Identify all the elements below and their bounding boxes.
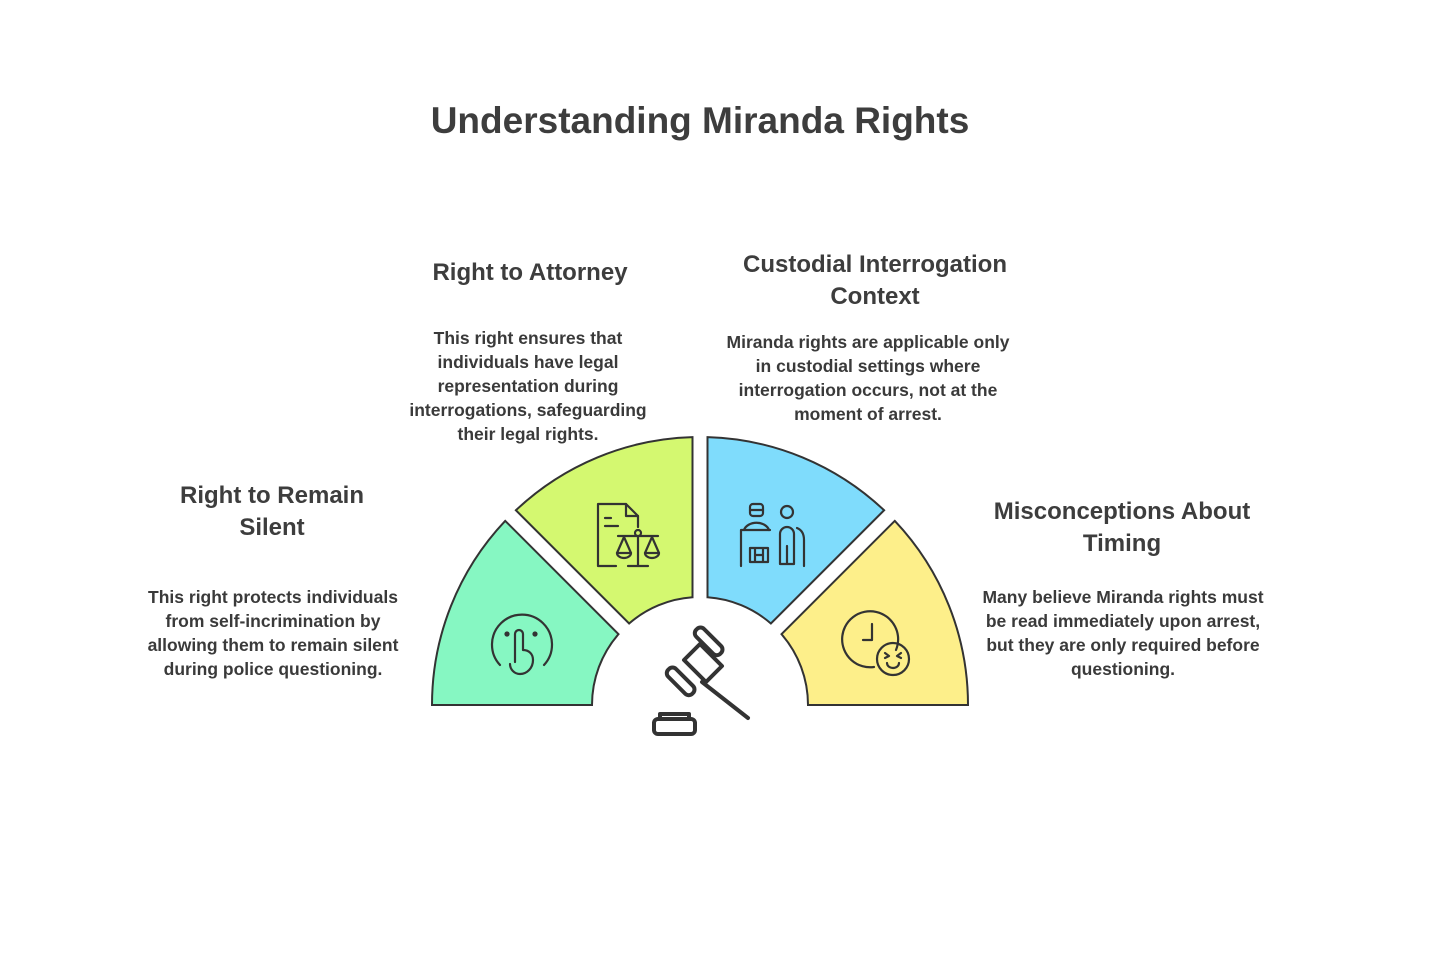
heading-remain-silent: Right to Remain Silent bbox=[180, 480, 364, 544]
description-line: moment of arrest. bbox=[794, 404, 942, 424]
description-line: in custodial settings where bbox=[755, 356, 981, 376]
clock-with-face-icon bbox=[841, 610, 911, 677]
description-line: but they are only required before bbox=[986, 635, 1260, 655]
page-title: Understanding Miranda Rights bbox=[430, 100, 970, 141]
heading-line: Silent bbox=[239, 514, 305, 541]
description-line: This right ensures that bbox=[433, 328, 623, 348]
heading-line: Custodial Interrogation bbox=[743, 251, 1007, 278]
description-line: during police questioning. bbox=[163, 659, 383, 679]
segment-remain-silent bbox=[430, 519, 620, 706]
heading-misconceptions: Misconceptions About Timing bbox=[994, 496, 1250, 560]
description-line: be read immediately upon arrest, bbox=[985, 611, 1261, 631]
heading-line: Context bbox=[830, 283, 920, 310]
description-remain-silent: This right protects individuals from sel… bbox=[148, 585, 399, 681]
description-attorney: This right ensures that individuals have… bbox=[409, 326, 646, 446]
description-custodial: Miranda rights are applicable only in cu… bbox=[727, 330, 1010, 426]
description-line: Miranda rights are applicable only bbox=[726, 332, 1010, 352]
heading-custodial: Custodial Interrogation Context bbox=[743, 249, 1007, 313]
description-line: allowing them to remain silent bbox=[147, 635, 399, 655]
description-misconceptions: Many believe Miranda rights must be read… bbox=[982, 585, 1263, 681]
gavel-icon bbox=[652, 625, 750, 736]
heading-line: Right to Attorney bbox=[432, 259, 628, 286]
shush-face-icon bbox=[490, 613, 554, 676]
segment-attorney bbox=[514, 436, 694, 625]
description-line: their legal rights. bbox=[457, 424, 599, 444]
segment-misconceptions bbox=[780, 519, 970, 706]
description-line: from self-incrimination by bbox=[165, 611, 381, 631]
description-line: interrogations, safeguarding bbox=[409, 400, 647, 420]
officer-and-person-icon bbox=[739, 502, 806, 568]
heading-line: Right to Remain bbox=[180, 482, 364, 509]
description-line: questioning. bbox=[1070, 659, 1176, 679]
description-line: This right protects individuals bbox=[148, 587, 398, 607]
description-line: representation during bbox=[437, 376, 619, 396]
description-line: interrogation occurs, not at the bbox=[738, 380, 998, 400]
description-line: individuals have legal bbox=[437, 352, 619, 372]
segment-custodial bbox=[706, 436, 886, 625]
heading-line: Misconceptions About bbox=[993, 498, 1251, 525]
heading-line: Timing bbox=[1082, 530, 1162, 557]
description-line: Many believe Miranda rights must bbox=[982, 587, 1264, 607]
heading-attorney: Right to Attorney bbox=[432, 257, 627, 289]
legal-document-scales-icon bbox=[596, 502, 661, 568]
